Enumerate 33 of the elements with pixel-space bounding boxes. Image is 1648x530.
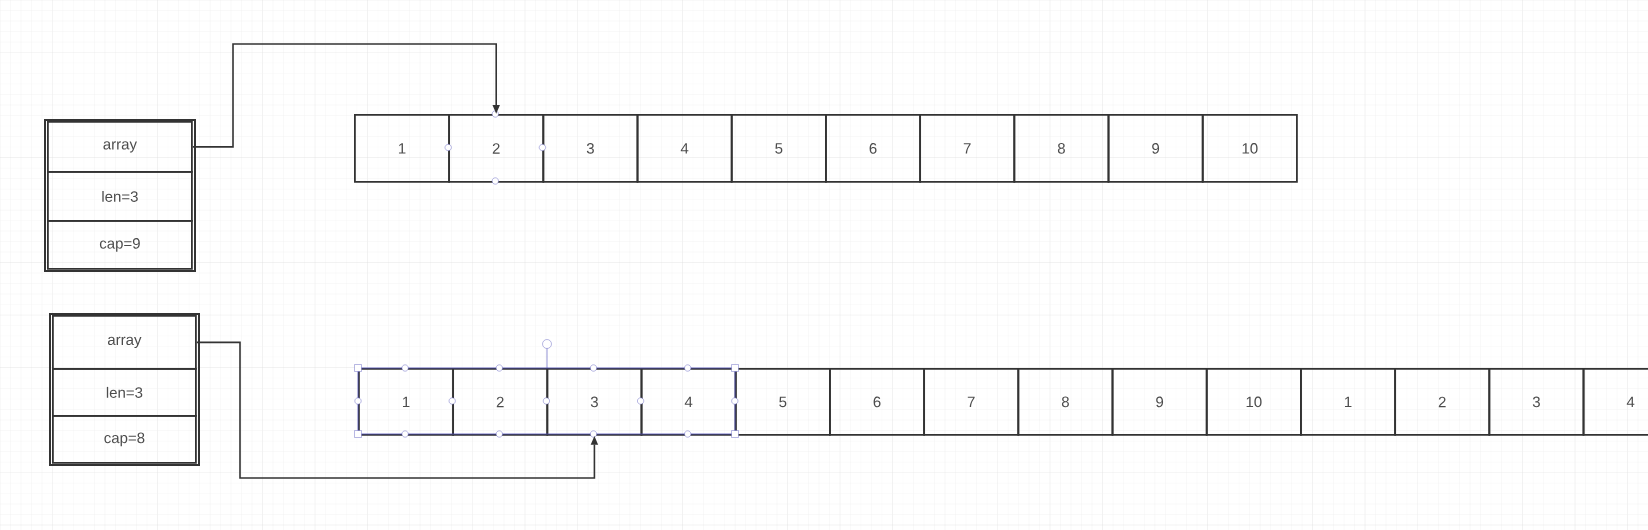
cell: 4 — [640, 368, 737, 436]
cell: 8 — [1013, 114, 1110, 183]
cell: 9 — [1111, 368, 1208, 436]
arrow — [192, 43, 500, 148]
cell: 7 — [919, 114, 1016, 183]
cell: 3 — [542, 114, 639, 183]
cell: 2 — [448, 114, 545, 183]
cell: 1 — [358, 368, 454, 436]
cell: 7 — [923, 368, 1020, 436]
cell: 6 — [829, 368, 925, 436]
cell: 1 — [1300, 368, 1396, 436]
field-row: cap=8 — [52, 415, 197, 464]
cell: 10 — [1201, 114, 1298, 183]
field-row: array — [52, 315, 197, 370]
cell: 2 — [1394, 368, 1491, 436]
cell: 4 — [1582, 368, 1648, 436]
cell: 10 — [1205, 368, 1302, 436]
cell: 8 — [1017, 368, 1114, 436]
struct-box — [44, 119, 196, 272]
field-row: len=3 — [47, 171, 193, 222]
cell: 6 — [825, 114, 921, 183]
cell: 1 — [354, 114, 450, 183]
cell: 9 — [1107, 114, 1204, 183]
cell: 2 — [452, 368, 549, 436]
cell: 5 — [730, 114, 827, 183]
field-row: cap=9 — [47, 220, 193, 270]
field-row: len=3 — [52, 368, 197, 417]
cell: 3 — [1488, 368, 1585, 436]
cell: 5 — [734, 368, 831, 436]
field-row: array — [47, 121, 193, 173]
cell: 4 — [636, 114, 733, 183]
struct-box — [49, 313, 200, 466]
cell: 3 — [546, 368, 643, 436]
